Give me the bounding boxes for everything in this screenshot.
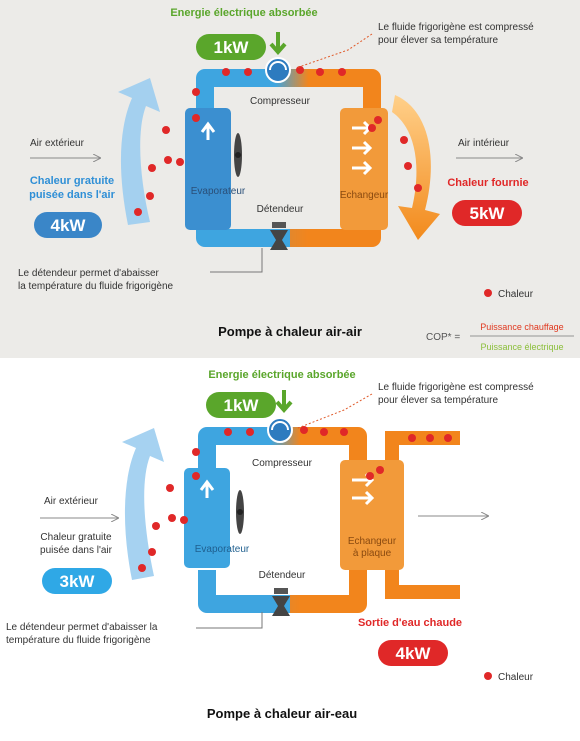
energy-label: Energie électrique absorbée bbox=[170, 7, 317, 19]
panel-air-water: Energie électrique absorbée 1kW Le fluid… bbox=[0, 358, 580, 736]
inside-air-arrow bbox=[392, 95, 440, 240]
expansion-valve-label: Détendeur bbox=[259, 570, 306, 581]
free-heat-value: 3kW bbox=[60, 572, 96, 591]
outside-air-label: Air extérieur bbox=[44, 496, 99, 507]
valve-note-line1: Le détendeur permet d'abaisser la bbox=[6, 622, 158, 633]
valve-note-line1: Le détendeur permet d'abaisser bbox=[18, 268, 160, 279]
top-title: Pompe à chaleur air-air bbox=[218, 324, 362, 339]
compressor-label: Compresseur bbox=[250, 96, 311, 107]
compression-note-line1: Le fluide frigorigène est compressé bbox=[378, 22, 534, 33]
compressor-icon bbox=[265, 57, 291, 83]
compressor-label: Compresseur bbox=[252, 458, 313, 469]
compression-leader-line bbox=[297, 393, 373, 429]
hot-water-label: Sortie d'eau chaude bbox=[358, 617, 462, 629]
valve-note-line2: température du fluide frigorigène bbox=[6, 635, 151, 646]
energy-badge bbox=[196, 34, 266, 60]
outside-air-arrow bbox=[118, 78, 160, 225]
panel-background bbox=[0, 358, 580, 736]
evaporator-arrow-icon bbox=[199, 479, 215, 498]
energy-value: 1kW bbox=[214, 38, 250, 57]
free-heat-line2: puisée dans l'air bbox=[29, 189, 115, 201]
energy-arrow-icon bbox=[269, 32, 287, 56]
evaporator-label: Evaporateur bbox=[191, 186, 246, 197]
cop-numerator: Puissance chauffage bbox=[480, 322, 563, 332]
evaporator-unit bbox=[185, 108, 231, 230]
expansion-valve-label: Détendeur bbox=[257, 204, 304, 215]
legend-heat-label: Chaleur bbox=[498, 672, 534, 683]
legend-heat-label: Chaleur bbox=[498, 289, 534, 300]
valve-note-line2: la température du fluide frigorigène bbox=[18, 281, 174, 292]
fan-icon bbox=[236, 490, 244, 534]
evaporator-label: Evaporateur bbox=[195, 544, 250, 555]
panel-background bbox=[0, 0, 580, 358]
free-heat-badge bbox=[42, 568, 112, 594]
heat-dots bbox=[134, 66, 422, 216]
evaporator-arrow-icon bbox=[200, 121, 216, 140]
inside-air-label: Air intérieur bbox=[458, 138, 510, 149]
exchanger-label: Echangeur bbox=[340, 190, 389, 201]
compressor-icon bbox=[267, 417, 293, 443]
hot-water-value: 4kW bbox=[396, 644, 432, 663]
panel-air-air: Energie électrique absorbée 1kW Le fluid… bbox=[0, 0, 580, 358]
energy-value: 1kW bbox=[224, 396, 260, 415]
energy-label: Energie électrique absorbée bbox=[208, 369, 355, 381]
cop-denominator: Puissance électrique bbox=[480, 342, 563, 352]
outside-air-label: Air extérieur bbox=[30, 138, 85, 149]
free-heat-line1: Chaleur gratuite bbox=[30, 175, 114, 187]
expansion-valve-icon bbox=[272, 588, 290, 616]
compression-note-line2: pour élever sa température bbox=[378, 395, 499, 406]
bottom-title: Pompe à chaleur air-eau bbox=[207, 706, 357, 721]
hot-water-badge bbox=[378, 640, 448, 666]
free-heat-value: 4kW bbox=[51, 216, 87, 235]
fan-icon bbox=[234, 133, 242, 177]
compression-leader-line bbox=[295, 33, 373, 69]
heat-dots bbox=[138, 426, 452, 572]
heat-out-value: 5kW bbox=[470, 204, 506, 223]
free-heat-badge bbox=[34, 212, 102, 238]
evaporator-unit bbox=[184, 468, 230, 568]
exchanger-arrows-icon bbox=[352, 120, 373, 176]
exchanger-label-line1: Echangeur bbox=[348, 536, 397, 547]
energy-badge bbox=[206, 392, 276, 418]
plate-exchanger-unit bbox=[340, 460, 404, 570]
valve-leader-line bbox=[210, 248, 263, 273]
energy-arrow-icon bbox=[275, 390, 293, 414]
water-circuit bbox=[385, 431, 460, 599]
valve-leader-line bbox=[196, 612, 263, 629]
compression-note-line1: Le fluide frigorigène est compressé bbox=[378, 382, 534, 393]
free-heat-line2: puisée dans l'air bbox=[40, 545, 113, 556]
outside-air-arrow bbox=[122, 428, 164, 580]
legend-heat-dot bbox=[484, 289, 492, 297]
cop-label: COP* = bbox=[426, 332, 460, 343]
exchanger-label-line2: à plaque bbox=[353, 548, 392, 559]
heat-out-label: Chaleur fournie bbox=[447, 177, 528, 189]
expansion-valve-icon bbox=[270, 222, 288, 250]
compression-note-line2: pour élever sa température bbox=[378, 35, 499, 46]
free-heat-line1: Chaleur gratuite bbox=[40, 532, 112, 543]
heat-out-badge bbox=[452, 200, 522, 226]
legend-heat-dot bbox=[484, 672, 492, 680]
